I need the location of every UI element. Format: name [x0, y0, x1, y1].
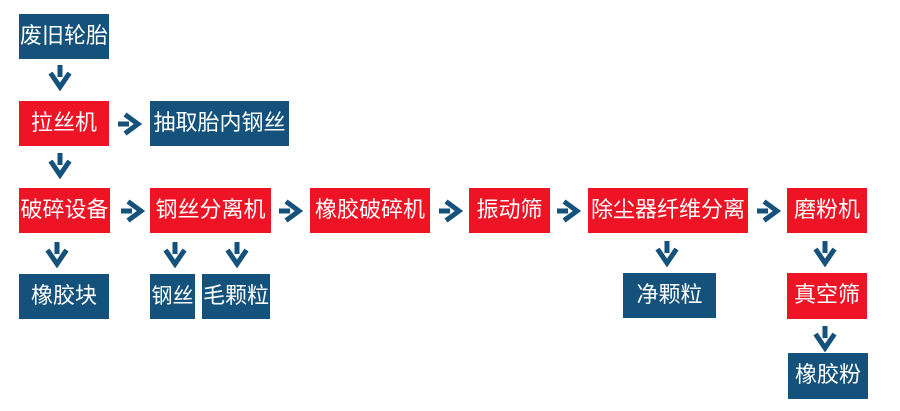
arrow-down-icon	[162, 241, 188, 268]
node-vacuum-screen: 真空筛	[787, 273, 867, 319]
node-vibrating-screen: 振动筛	[469, 188, 550, 233]
arrow-right-icon	[556, 199, 581, 223]
node-waste-tires: 废旧轮胎	[19, 14, 109, 59]
node-wire-drawing-machine: 拉丝机	[19, 101, 109, 146]
arrow-down-icon	[47, 152, 73, 179]
node-rubber-block: 橡胶块	[19, 274, 109, 319]
node-dust-fiber-separation: 除尘器纤维分离	[588, 188, 748, 233]
node-crushing-equipment: 破碎设备	[19, 188, 110, 233]
node-rubber-powder: 橡胶粉	[788, 353, 868, 399]
arrow-right-icon	[438, 199, 463, 223]
arrow-down-icon	[47, 64, 73, 91]
arrow-down-icon	[654, 240, 680, 267]
arrow-right-icon	[278, 199, 303, 223]
arrow-down-icon	[812, 325, 838, 352]
node-clean-granules: 净颗粒	[623, 273, 716, 318]
arrow-down-icon	[44, 241, 70, 268]
arrow-right-icon	[756, 199, 781, 223]
arrow-right-icon	[120, 199, 145, 223]
arrow-right-icon	[117, 112, 142, 136]
arrow-down-icon	[224, 241, 250, 268]
node-steel-wire: 钢丝	[150, 274, 195, 319]
node-extract-tire-steel: 抽取胎内钢丝	[150, 101, 289, 146]
node-grinding-machine: 磨粉机	[787, 188, 867, 233]
node-rough-granules: 毛颗粒	[202, 274, 270, 319]
node-steel-wire-separator: 钢丝分离机	[150, 188, 271, 233]
arrow-down-icon	[812, 240, 838, 267]
node-rubber-crusher: 橡胶破碎机	[310, 188, 430, 233]
